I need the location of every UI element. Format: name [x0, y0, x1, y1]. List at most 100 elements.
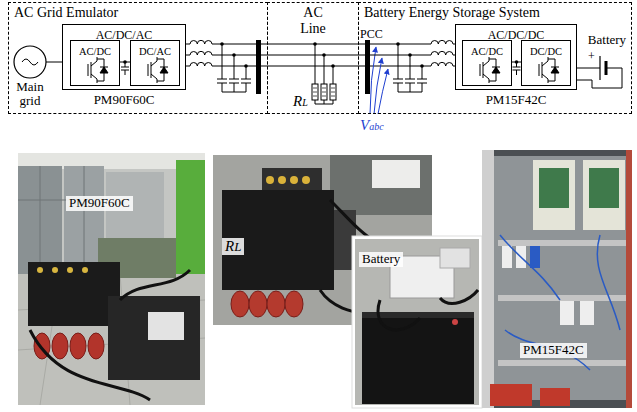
lab-photo	[539, 168, 569, 208]
lab-photo	[67, 267, 73, 273]
lab-photo	[290, 176, 298, 184]
inductor-symbol	[190, 54, 212, 57]
lab-photo	[18, 153, 205, 405]
photo-panel: RL	[213, 155, 432, 325]
converter-box: AC/DCDC/DCAC/DC/DCPM15F42C	[455, 24, 577, 90]
igbt-symbol	[88, 57, 108, 83]
lab-photo	[88, 333, 104, 359]
bus-bar	[365, 40, 370, 94]
junction-dot	[331, 64, 335, 68]
lab-photo	[285, 291, 303, 317]
lab-photo	[626, 150, 632, 408]
region-frame: Main gridAC/DCDC/ACAC/DC/ACPM90F60CAC Gr…	[8, 2, 268, 114]
photo-caption: PM15F42C	[520, 343, 587, 358]
converter-heading: AC/DC/DC	[488, 29, 545, 43]
model-number: PM90F60C	[94, 93, 155, 108]
label-holder: RL	[293, 92, 308, 110]
junction-dot	[408, 53, 412, 57]
junction-dot	[244, 64, 248, 68]
photo-panel: PM15F42C	[482, 150, 632, 408]
lab-photo	[494, 156, 628, 400]
lab-photo	[266, 176, 274, 184]
resistor-symbol	[312, 44, 336, 104]
node-name: PCC	[360, 28, 383, 42]
lab-photo	[148, 312, 184, 340]
lab-photo	[580, 301, 594, 325]
junction-dot	[322, 53, 326, 57]
model-number: PM15F42C	[486, 93, 547, 108]
lab-photo	[452, 319, 458, 325]
junction-dot	[232, 53, 236, 57]
junction-dot	[515, 60, 519, 64]
measurement-arrow	[378, 69, 388, 114]
lab-photo	[355, 239, 479, 405]
inductor-symbol	[190, 40, 453, 66]
lab-photo	[355, 239, 479, 405]
lab-photo	[278, 176, 286, 184]
lab-photo	[37, 267, 43, 273]
label-holder: Vabc	[360, 116, 384, 134]
lab-photo	[362, 318, 474, 404]
lab-photo	[18, 153, 205, 405]
lab-photo	[372, 160, 420, 188]
junction-dot	[123, 60, 127, 64]
signal-name: Vabc	[360, 117, 384, 134]
dc-link-capacitor	[513, 62, 521, 75]
lab-photo	[498, 240, 626, 246]
lab-photo	[540, 388, 570, 406]
stage-text: DC/DC	[530, 46, 562, 58]
grid-source-symbol	[22, 59, 38, 65]
photo-caption: Battery	[359, 252, 403, 267]
converter-stage: AC/DC	[462, 40, 512, 86]
cell-symbol	[599, 56, 600, 80]
lab-photo	[330, 155, 432, 215]
lab-photo	[482, 150, 632, 408]
inductor-symbol	[431, 54, 453, 57]
converter-box: AC/DCDC/ACAC/DC/ACPM90F60C	[62, 24, 186, 90]
lab-photo	[30, 270, 190, 400]
polarity-mark: +	[588, 50, 595, 64]
lab-photo	[28, 262, 120, 326]
igbt-symbol	[100, 67, 108, 73]
grid-source-symbol	[14, 46, 50, 78]
inductor-symbol	[431, 43, 453, 46]
lab-photo	[52, 267, 58, 273]
lab-photo	[530, 246, 540, 268]
cell-symbol	[577, 56, 622, 88]
igbt-symbol	[480, 57, 500, 83]
grid-source-symbol	[46, 62, 50, 63]
stage-text: AC/DC	[471, 46, 503, 58]
photo-panel: PM90F60C	[18, 153, 205, 405]
lab-photo	[500, 235, 620, 370]
lab-photo	[482, 150, 494, 408]
source-node: Main grid	[10, 44, 50, 110]
bus-bar	[256, 40, 261, 94]
lab-photo	[82, 267, 88, 273]
wire-connector	[50, 62, 62, 63]
model-number-holder: PM15F42C	[456, 89, 576, 108]
lab-photo	[352, 236, 482, 408]
node-name: RL	[293, 93, 308, 110]
lab-photo	[560, 301, 574, 325]
source-text: Main grid	[10, 80, 50, 109]
igbt-symbol	[551, 67, 559, 73]
lab-photo	[440, 248, 470, 268]
converter-stage: DC/AC	[130, 40, 180, 86]
cell-symbol	[605, 61, 608, 75]
inductor-symbol	[190, 40, 453, 67]
inductor-symbol	[190, 43, 212, 46]
lab-photo	[352, 236, 482, 408]
junction-dot	[420, 64, 424, 68]
lab-photo	[231, 291, 249, 317]
lab-photo	[267, 291, 285, 317]
lab-photo	[498, 360, 626, 366]
photo-caption: PM90F60C	[66, 196, 133, 211]
lab-photo	[583, 160, 625, 230]
inductor-symbol	[431, 65, 453, 68]
lab-photo	[589, 168, 619, 208]
igbt-symbol	[148, 57, 168, 83]
lab-photo	[533, 160, 575, 230]
wire-connector	[577, 68, 584, 69]
converter-heading: AC/DC/AC	[96, 29, 153, 43]
lab-photo	[490, 384, 532, 406]
